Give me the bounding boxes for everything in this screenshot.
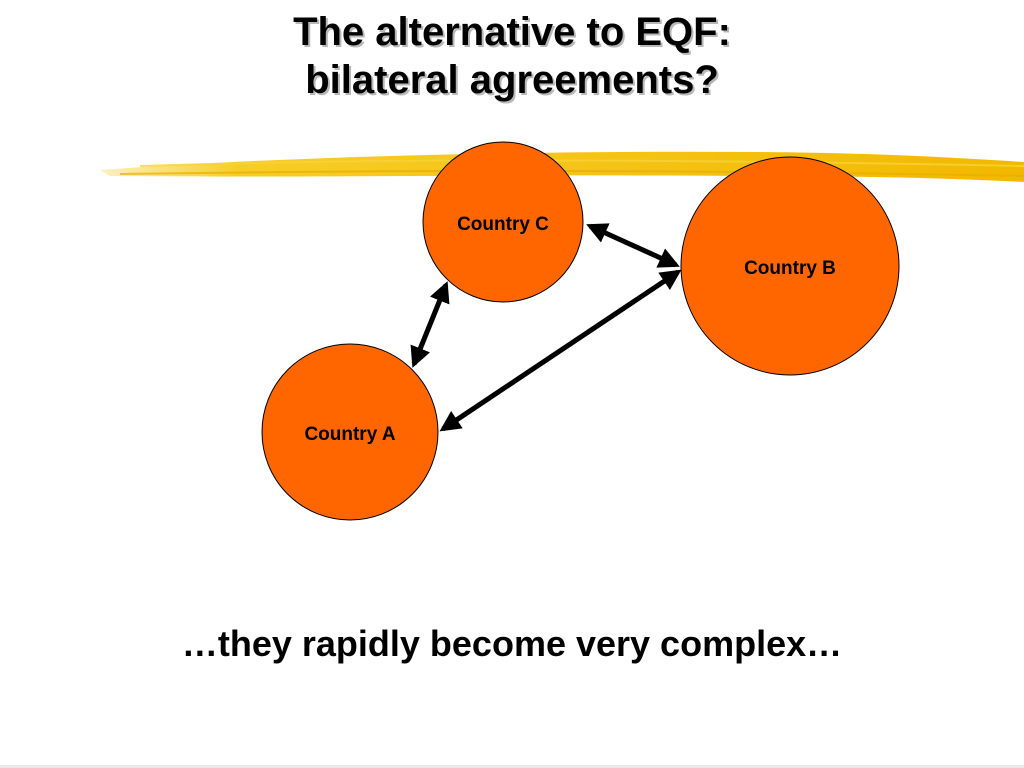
arrow-a-c [410, 281, 450, 368]
country-a-node [261, 343, 439, 521]
country-b-node [680, 156, 900, 376]
country-c-label: Country C [457, 214, 549, 235]
bottom-divider [0, 765, 1024, 768]
title-line-1: The alternative to EQF: [293, 10, 731, 54]
country-a-label: Country A [304, 424, 395, 445]
title-line-2: bilateral agreements? [305, 58, 719, 102]
footer-caption: …they rapidly become very complex… [181, 623, 843, 664]
slide-title: The alternative to EQF: bilateral agreem… [0, 8, 1024, 104]
arrow-a-b [439, 269, 682, 432]
country-b-label: Country B [744, 258, 836, 279]
arrow-c-b [586, 223, 680, 268]
